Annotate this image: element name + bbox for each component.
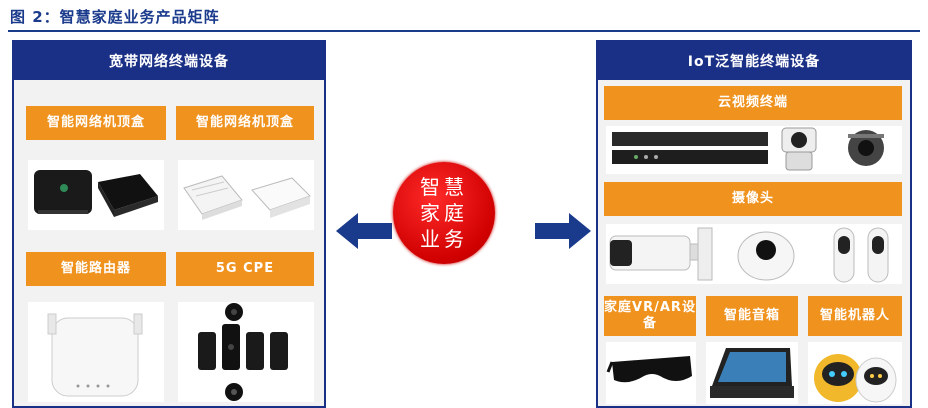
label-5g-cpe: 5G CPE — [176, 252, 314, 286]
router-image — [28, 302, 164, 402]
label-set-top-box-2: 智能网络机顶盒 — [176, 106, 314, 140]
label-cloud-video-terminal: 云视频终端 — [604, 86, 902, 120]
center-line-1: 智慧 — [420, 175, 468, 199]
right-panel-title: IoT泛智能终端设备 — [598, 42, 910, 80]
label-set-top-box-1: 智能网络机顶盒 — [26, 106, 166, 140]
left-panel: 宽带网络终端设备 智能网络机顶盒 智能网络机顶盒 智能路由器 5G CPE — [12, 40, 326, 408]
left-panel-title: 宽带网络终端设备 — [14, 42, 324, 80]
smart-robot-image — [808, 342, 902, 404]
smart-speaker-image — [706, 342, 798, 404]
cloud-video-terminal-image — [606, 126, 902, 174]
center-line-2: 家庭 — [420, 201, 468, 225]
center-smart-home-business: 智慧 家庭 业务 — [393, 162, 495, 264]
vr-glasses-image — [606, 342, 696, 404]
set-top-box-image-1 — [28, 160, 164, 230]
label-smart-speaker: 智能音箱 — [706, 296, 798, 336]
label-camera: 摄像头 — [604, 182, 902, 216]
label-vr-ar-device: 家庭VR/AR设备 — [604, 296, 696, 336]
camera-image — [606, 224, 902, 284]
title-underline — [8, 30, 920, 32]
arrow-left-icon — [336, 213, 392, 249]
arrow-right-icon — [535, 213, 591, 249]
figure-title: 图 2：智慧家庭业务产品矩阵 — [10, 8, 220, 26]
label-smart-router: 智能路由器 — [26, 252, 166, 286]
5g-cpe-image — [178, 302, 314, 402]
label-smart-robot: 智能机器人 — [808, 296, 902, 336]
center-line-3: 业务 — [420, 227, 468, 251]
right-panel: IoT泛智能终端设备 云视频终端 摄像头 — [596, 40, 912, 408]
set-top-box-image-2 — [178, 160, 314, 230]
